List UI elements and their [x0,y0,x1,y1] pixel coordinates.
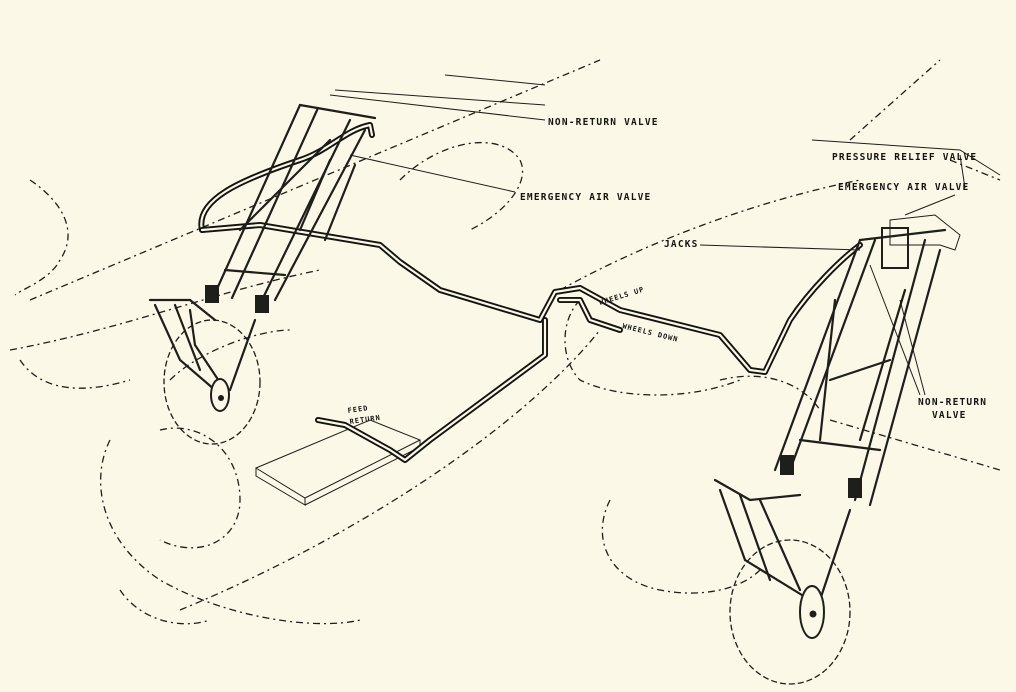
label-non-return-valve-right-line1: NON-RETURN [918,397,987,408]
airframe-outline [9,59,1001,625]
label-non-return-valve-left: NON-RETURN VALVE [548,117,659,128]
reservoir-plate [254,419,422,506]
label-emergency-air-valve-left: EMERGENCY AIR VALVE [520,192,651,203]
right-undercarriage [713,214,961,685]
leader-lines [329,74,1001,396]
left-undercarriage [148,103,377,445]
label-feed: FEED [347,404,369,415]
label-non-return-valve-right-line2: VALVE [932,410,967,421]
label-jacks: JACKS [664,239,699,250]
labels: NON-RETURN VALVE EMERGENCY AIR VALVE PRE… [347,117,987,426]
label-return: RETURN [349,414,381,426]
label-emergency-air-valve-right: EMERGENCY AIR VALVE [838,182,969,193]
label-wheels-up: WHEELS UP [598,286,645,307]
hydraulic-pipes [198,122,863,463]
label-pressure-relief-valve: PRESSURE RELIEF VALVE [832,152,977,163]
